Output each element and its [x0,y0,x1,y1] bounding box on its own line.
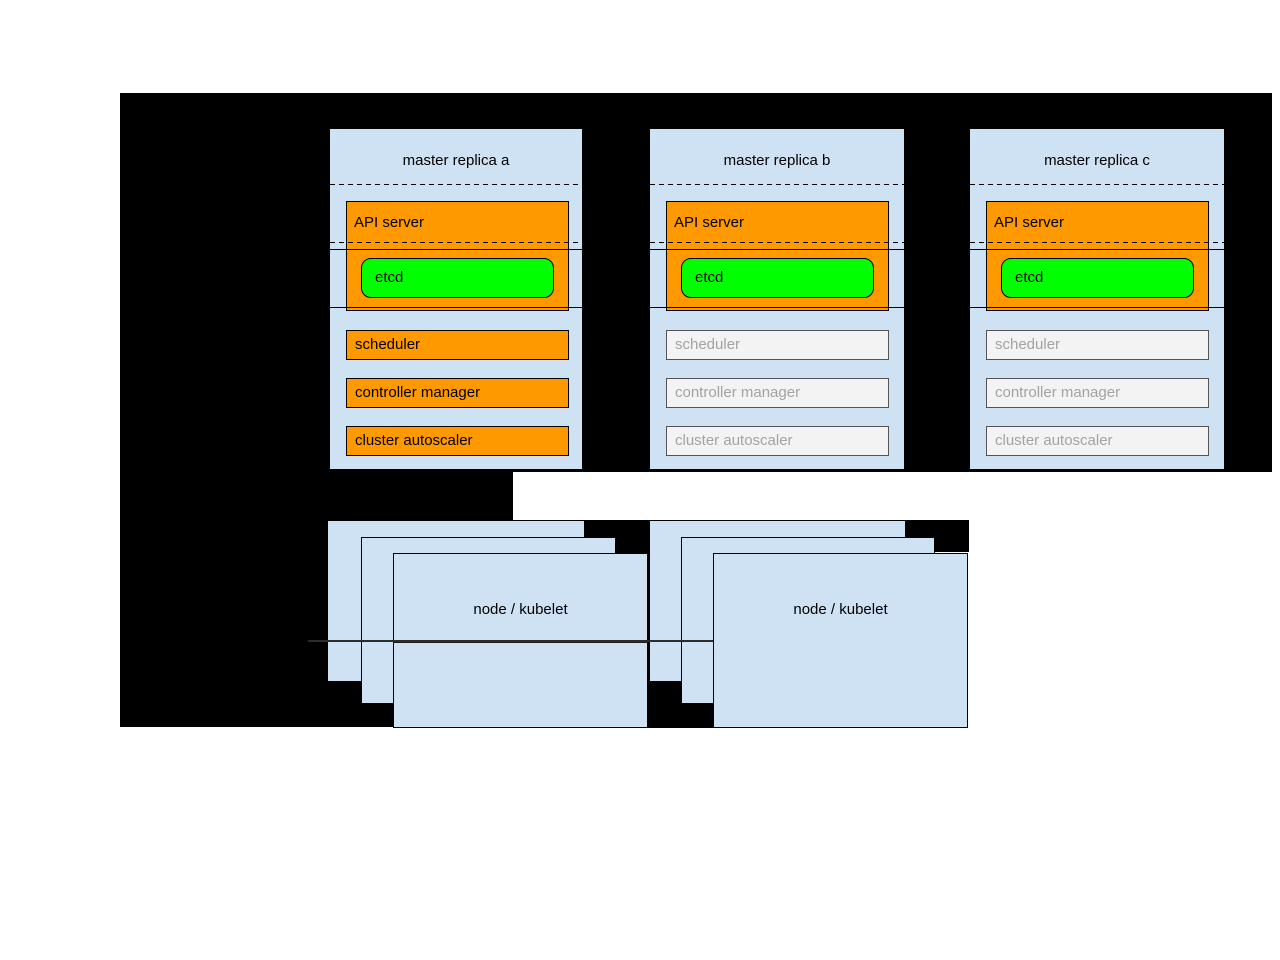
api-server-label: API server [674,214,745,231]
master-replica-a-panel: master replica a API server etcd schedul… [329,128,583,470]
etcd-band-top-line [650,249,904,250]
cluster-autoscaler-box: cluster autoscaler [666,426,889,456]
divider-dashed-line [970,242,1224,243]
api-server-label: API server [994,214,1065,231]
controller-manager-box: controller manager [666,378,889,408]
controller-manager-box: controller manager [986,378,1209,408]
etcd-band-top-line [330,249,582,250]
etcd-band-bottom-line [970,307,1224,308]
divider-dashed-line [330,242,582,243]
cluster-autoscaler-box: cluster autoscaler [346,426,569,456]
etcd-box: etcd [361,258,554,298]
node-connector-line [308,640,713,642]
controller-manager-box: controller manager [346,378,569,408]
node-box-front: node / kubelet [713,553,968,728]
etcd-band-top-line [970,249,1224,250]
divider-dashed-line [970,184,1224,185]
etcd-label: etcd [375,269,404,286]
etcd-band-bottom-line [650,307,904,308]
api-server-label: API server [354,214,425,231]
replica-title: master replica a [402,152,510,169]
divider-dashed-line [650,242,904,243]
etcd-box: etcd [681,258,874,298]
node-label: node / kubelet [473,601,568,618]
etcd-label: etcd [695,269,724,286]
master-replica-c-panel: master replica c API server etcd schedul… [969,128,1225,470]
replica-title: master replica c [1044,152,1150,169]
etcd-label: etcd [1015,269,1044,286]
node-divider-line [393,641,648,643]
master-replica-b-panel: master replica b API server etcd schedul… [649,128,905,470]
etcd-band-bottom-line [330,307,582,308]
etcd-box: etcd [1001,258,1194,298]
cluster-autoscaler-box: cluster autoscaler [986,426,1209,456]
divider-dashed-line [650,184,904,185]
scheduler-box: scheduler [346,330,569,360]
node-label: node / kubelet [793,601,888,618]
divider-dashed-line [330,184,582,185]
scheduler-box: scheduler [986,330,1209,360]
scheduler-box: scheduler [666,330,889,360]
replica-title: master replica b [723,152,831,169]
